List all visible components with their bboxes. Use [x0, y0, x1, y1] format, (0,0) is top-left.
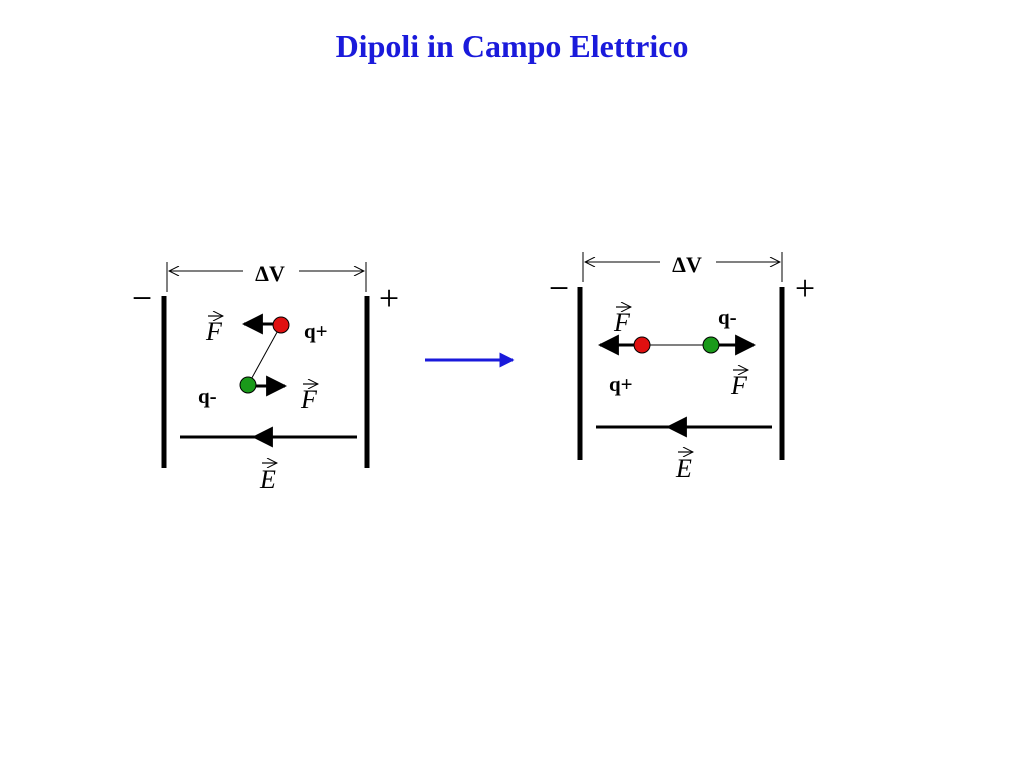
field-symbol: E [675, 454, 692, 483]
force-symbol-top: F [205, 317, 223, 346]
force-label-bottom: F [730, 370, 748, 400]
force-symbol-bottom: F [730, 371, 748, 400]
positive-charge [633, 336, 651, 354]
force-symbol-top: F [613, 308, 631, 337]
slide-title: Dipoli in Campo Elettrico [335, 28, 689, 64]
panel-left: ΔV − + F F q+ q- E [132, 261, 399, 494]
negative-label: q- [718, 305, 737, 329]
positive-label: q+ [609, 372, 633, 396]
force-label-top: F [613, 307, 631, 337]
minus-sign: − [132, 278, 152, 318]
negative-label: q- [198, 384, 217, 408]
positive-label: q+ [304, 319, 328, 343]
positive-charge [272, 316, 290, 334]
force-label-bottom: F [300, 384, 318, 414]
plus-sign: + [795, 268, 815, 308]
dipole-rod [247, 324, 282, 386]
negative-charge [239, 376, 257, 394]
plus-sign: + [379, 278, 399, 318]
force-label-top: F [205, 316, 223, 346]
field-label: E [259, 463, 277, 494]
voltage-label: ΔV [255, 261, 285, 286]
force-symbol-bottom: F [300, 385, 318, 414]
voltage-label: ΔV [672, 252, 702, 277]
minus-sign: − [549, 268, 569, 308]
panel-right: ΔV − + F F q- q+ E [549, 252, 815, 483]
field-symbol: E [259, 465, 276, 494]
field-label: E [675, 452, 693, 483]
negative-charge [702, 336, 720, 354]
